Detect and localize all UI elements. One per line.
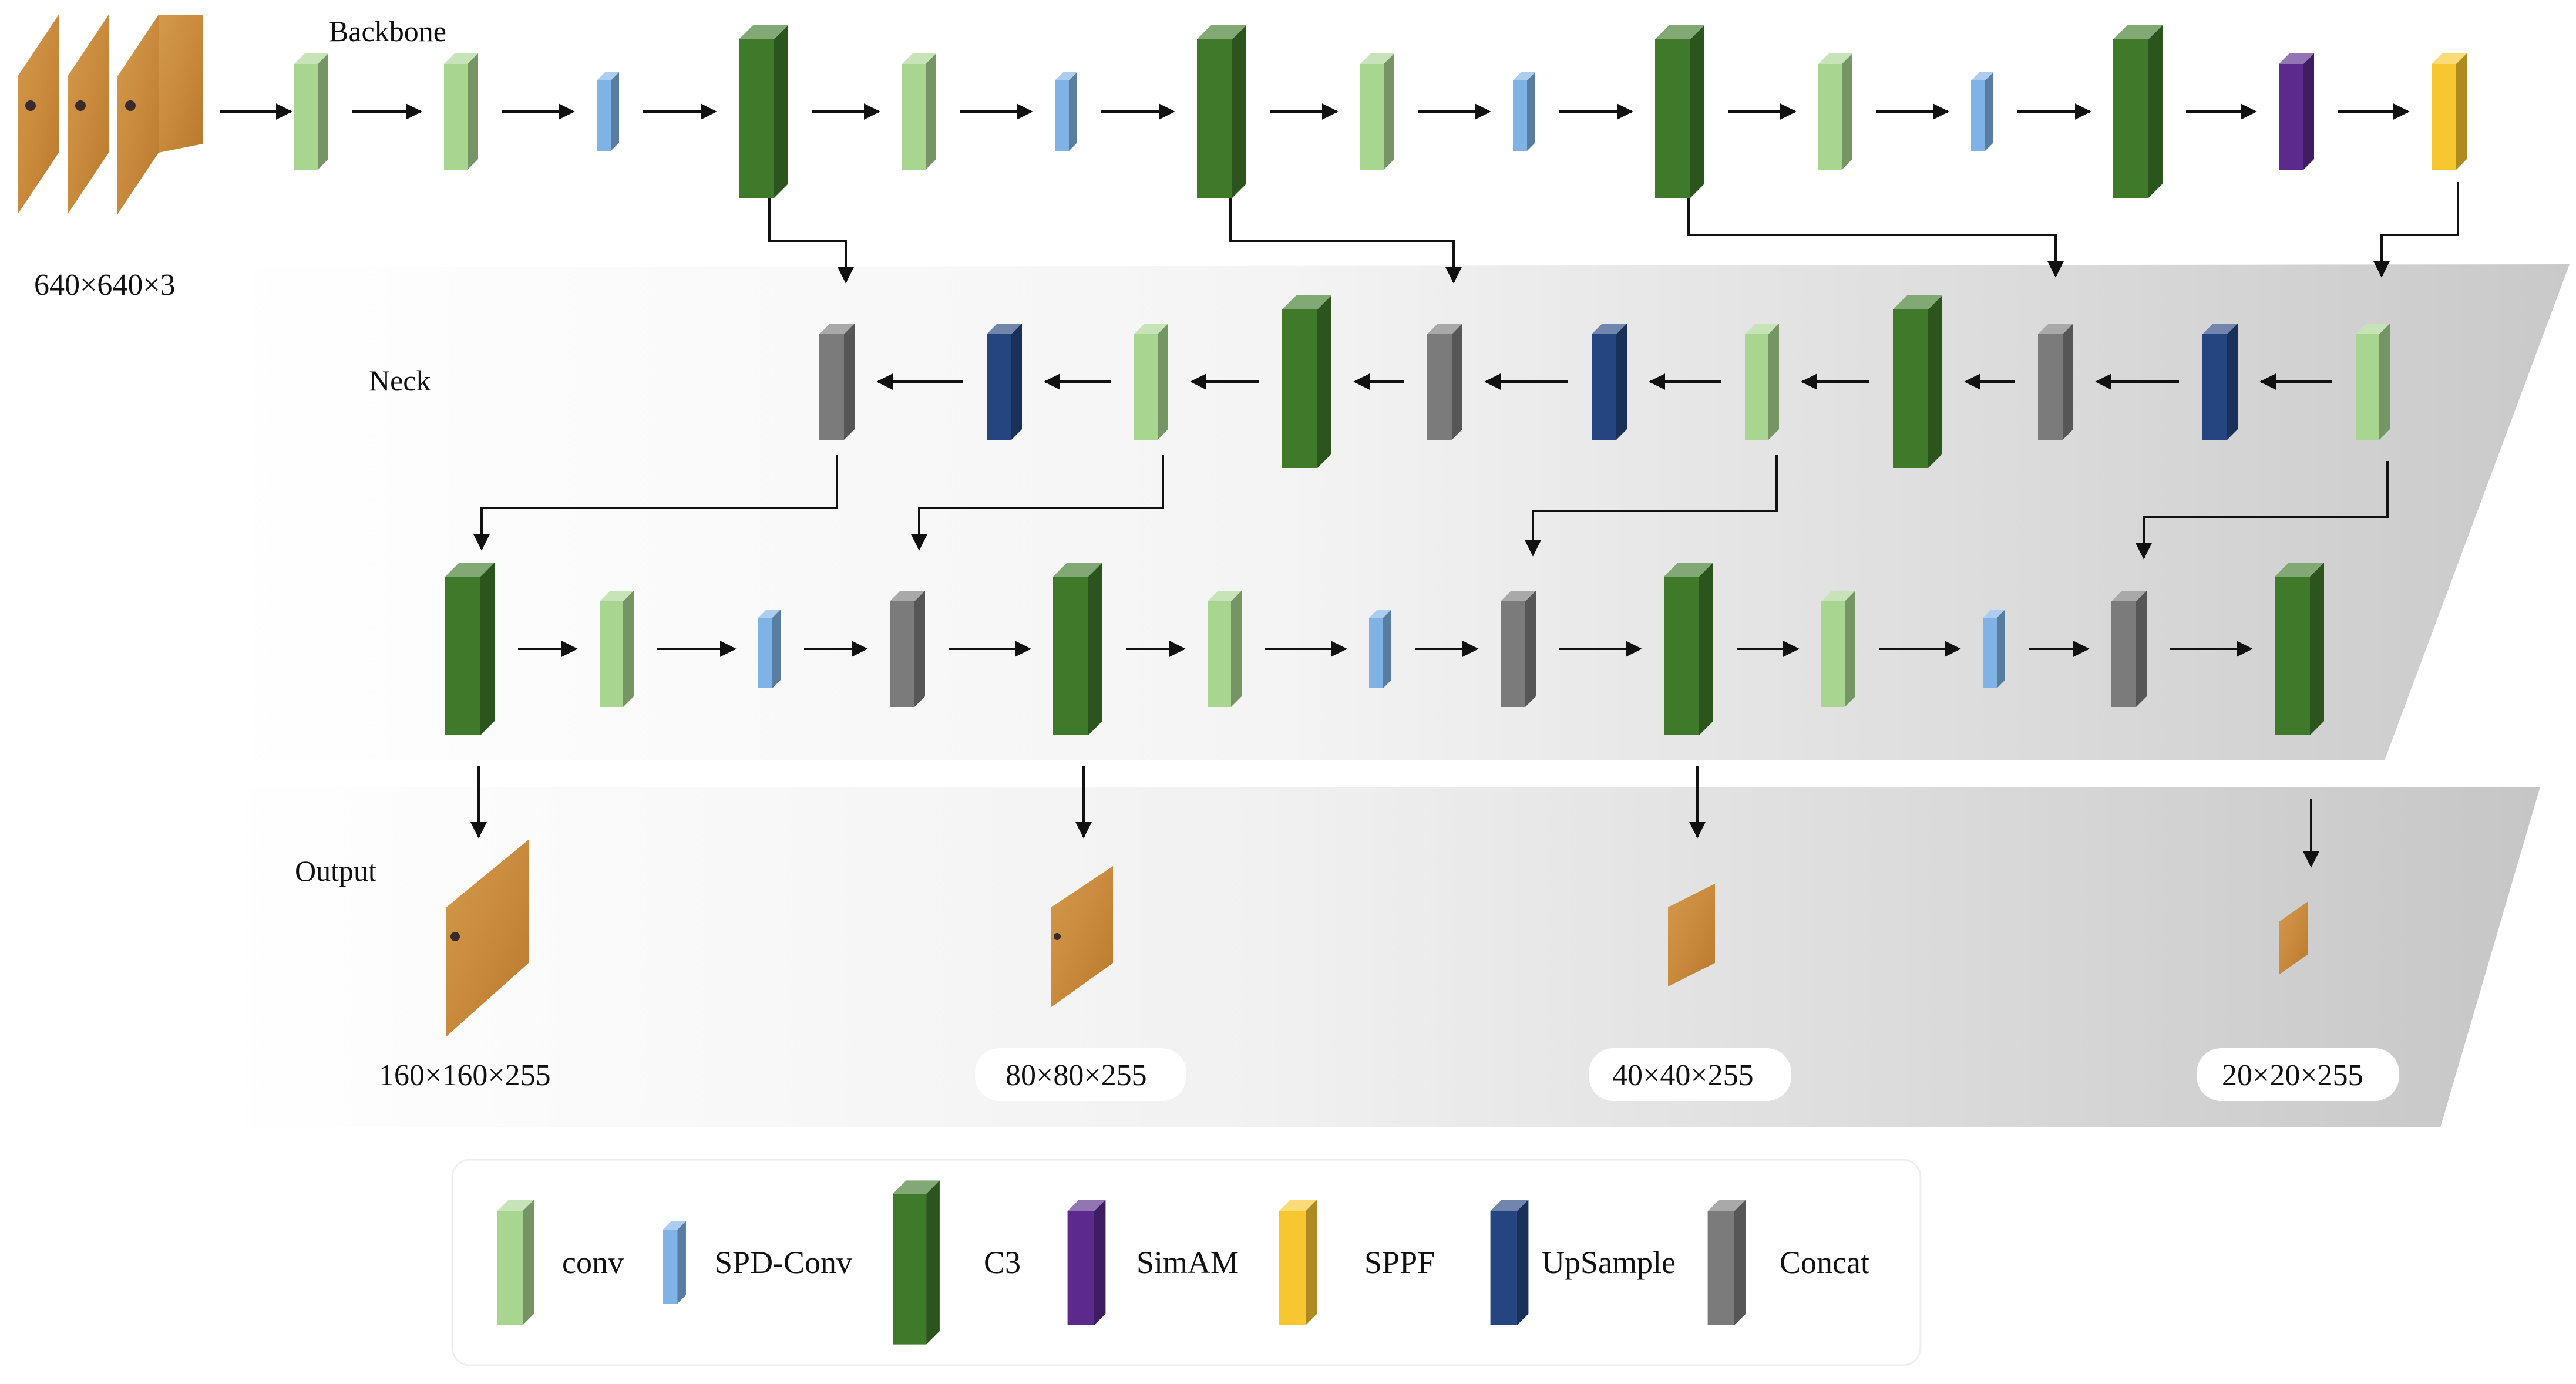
block-conv — [294, 53, 328, 170]
input-image — [18, 15, 59, 214]
input-image — [68, 15, 109, 214]
output-panel — [223, 787, 2540, 1127]
flow-arrow — [768, 197, 854, 284]
neck-label: Neck — [369, 364, 431, 397]
output-image — [2279, 901, 2308, 975]
output-label: Output — [295, 854, 376, 887]
legend-simam-label: SimAM — [1136, 1245, 1239, 1280]
block-spd — [663, 1221, 686, 1304]
flow-arrow — [1525, 455, 1778, 557]
block-upsample — [987, 324, 1022, 440]
block-concat — [819, 324, 855, 440]
block-conv — [444, 53, 478, 170]
legend-concat-label: Concat — [1780, 1245, 1869, 1280]
block-c3 — [445, 563, 495, 735]
block-simam — [1067, 1200, 1106, 1325]
flow-arrow — [911, 455, 1164, 551]
block-spd — [758, 610, 781, 688]
block-simam — [2279, 53, 2314, 170]
block-concat — [1501, 591, 1536, 707]
block-conv — [1360, 53, 1394, 170]
block-upsample — [1592, 324, 1627, 440]
block-sppf — [2432, 53, 2467, 170]
block-spd — [1055, 72, 1077, 151]
output-image — [1051, 866, 1113, 1007]
block-concat — [890, 591, 925, 707]
out3-dim-label: 40×40×255 — [1612, 1059, 1754, 1092]
flow-arrow — [2136, 461, 2389, 560]
output-image — [446, 840, 529, 1036]
flow-arrow — [473, 455, 838, 551]
block-c3 — [2113, 25, 2163, 198]
block-conv — [1821, 591, 1855, 707]
block-concat — [1427, 324, 1462, 440]
legend-upsample-label: UpSample — [1542, 1245, 1676, 1280]
block-c3 — [893, 1180, 940, 1345]
out2-badge — [975, 1048, 1186, 1101]
block-spd — [1369, 610, 1391, 688]
block-c3 — [1197, 25, 1246, 198]
output-image — [1668, 884, 1715, 986]
block-c3 — [739, 25, 788, 198]
block-conv — [1134, 324, 1168, 440]
block-spd — [1971, 72, 1993, 151]
flow-arrow — [2373, 182, 2459, 278]
blocks — [294, 25, 2467, 735]
legend-conv-label: conv — [562, 1245, 624, 1280]
input-dim-label: 640×640×3 — [34, 268, 176, 302]
block-c3 — [1664, 563, 1713, 735]
block-upsample — [2202, 324, 2238, 440]
block-conv — [600, 591, 634, 707]
legend-blocks — [497, 1180, 1746, 1345]
legend-sppf-label: SPPF — [1364, 1245, 1435, 1280]
out4-badge — [2197, 1048, 2399, 1101]
out3-badge — [1589, 1048, 1791, 1101]
input-image-stack — [18, 15, 203, 214]
block-spd — [1513, 72, 1535, 151]
block-c3 — [1282, 295, 1331, 468]
block-conv — [497, 1200, 534, 1325]
block-spd — [1983, 610, 2005, 688]
legend-c3-label: C3 — [984, 1245, 1021, 1280]
out2-dim-label: 80×80×255 — [1005, 1059, 1147, 1092]
flow-arrow — [1687, 197, 2064, 278]
backbone-label: Backbone — [329, 15, 446, 48]
legend-spd-label: SPD-Conv — [715, 1245, 852, 1280]
connectors — [220, 103, 2459, 868]
flow-arrow — [1229, 197, 1462, 284]
block-concat — [2111, 591, 2147, 707]
out4-dim-label: 20×20×255 — [2222, 1059, 2363, 1092]
block-c3 — [1053, 563, 1102, 735]
block-c3 — [2275, 563, 2324, 735]
block-conv — [1208, 591, 1242, 707]
block-conv — [2356, 324, 2390, 440]
block-conv — [1745, 324, 1779, 440]
block-conv — [902, 53, 936, 170]
block-c3 — [1893, 295, 1942, 468]
legend-box — [451, 1159, 1922, 1366]
block-c3 — [1655, 25, 1704, 198]
block-concat — [2038, 324, 2073, 440]
block-spd — [597, 72, 619, 151]
block-upsample — [1490, 1200, 1529, 1325]
block-concat — [1707, 1200, 1746, 1325]
input-image — [159, 15, 203, 153]
block-sppf — [1279, 1200, 1317, 1325]
out1-dim-label: 160×160×255 — [379, 1059, 551, 1092]
block-conv — [1818, 53, 1852, 170]
